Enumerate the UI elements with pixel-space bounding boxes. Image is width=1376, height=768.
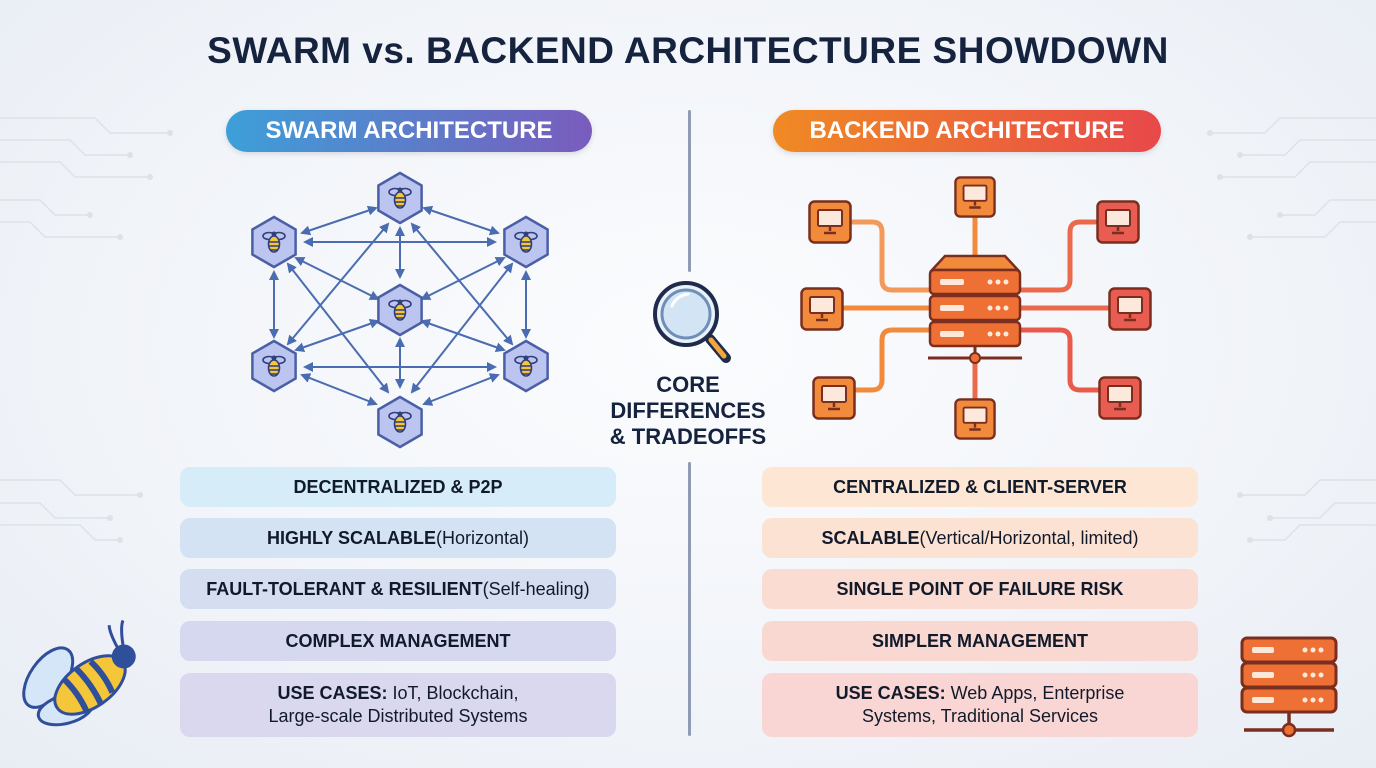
page-title: SWARM vs. BACKEND ARCHITECTURE SHOWDOWN bbox=[207, 30, 1169, 71]
core-line-2: DIFFERENCES bbox=[610, 398, 766, 423]
core-line-1: CORE bbox=[656, 372, 720, 397]
swarm-feature-complex-management: COMPLEX MANAGEMENT bbox=[180, 621, 616, 661]
backend-feature-simpler-management: SIMPLER MANAGEMENT bbox=[762, 621, 1198, 661]
swarm-use-cases: USE CASES: IoT, Blockchain, Large-scale … bbox=[180, 673, 616, 737]
swarm-feature-scalable: HIGHLY SCALABLE (Horizontal) bbox=[180, 518, 616, 558]
backend-feature-single-point-failure: SINGLE POINT OF FAILURE RISK bbox=[762, 569, 1198, 609]
backend-use-cases: USE CASES: Web Apps, Enterprise Systems,… bbox=[762, 673, 1198, 737]
core-differences-label: CORE DIFFERENCES & TRADEOFFS bbox=[588, 372, 788, 450]
swarm-heading: SWARM ARCHITECTURE bbox=[226, 110, 592, 152]
server-icon bbox=[928, 254, 1022, 364]
swarm-feature-fault-tolerant: FAULT-TOLERANT & RESILIENT (Self-healing… bbox=[180, 569, 616, 609]
swarm-feature-decentralized: DECENTRALIZED & P2P bbox=[180, 467, 616, 507]
center-divider-bottom bbox=[688, 462, 691, 736]
core-line-3: & TRADEOFFS bbox=[609, 424, 767, 449]
backend-feature-centralized: CENTRALIZED & CLIENT-SERVER bbox=[762, 467, 1198, 507]
center-divider-top bbox=[688, 110, 691, 272]
backend-feature-scalable: SCALABLE (Vertical/Horizontal, limited) bbox=[762, 518, 1198, 558]
backend-heading: BACKEND ARCHITECTURE bbox=[773, 110, 1161, 152]
